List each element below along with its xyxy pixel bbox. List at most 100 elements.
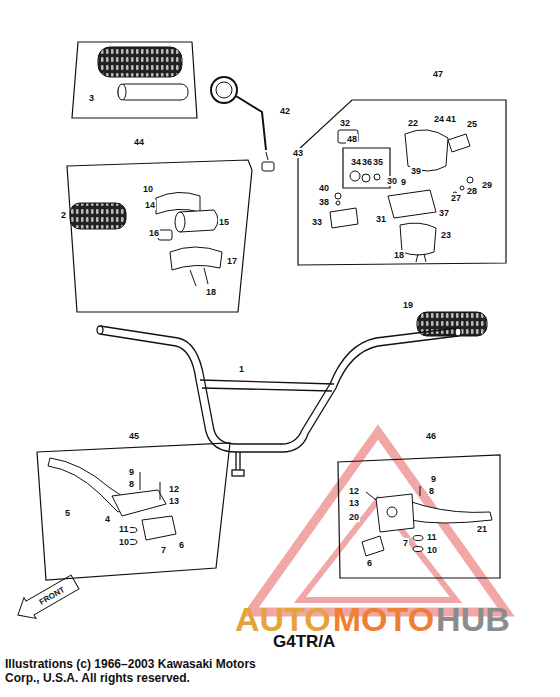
group-outline: [72, 40, 200, 122]
callout-number: 15: [218, 217, 230, 227]
grip: [118, 84, 188, 100]
callout-number: 32: [339, 118, 351, 128]
switch-housing: [350, 171, 360, 181]
lever: [387, 507, 397, 517]
callout-number: 20: [348, 512, 360, 522]
lever: [48, 458, 492, 556]
group-outline: [67, 160, 252, 312]
callout-number: 27: [450, 193, 462, 203]
switch-housing: [335, 193, 341, 199]
mirror: [211, 77, 274, 171]
mirror: [211, 77, 237, 103]
callout-number: 18: [205, 287, 217, 297]
callout-number: 24: [433, 114, 445, 124]
handlebar: [232, 470, 244, 476]
handlebar: [236, 452, 240, 470]
switch-housing: [405, 130, 448, 171]
throttle-housing: [170, 247, 222, 270]
callout-number: 22: [407, 118, 419, 128]
callout-number: 2: [60, 210, 67, 220]
callout-number: 9: [128, 467, 135, 477]
group-outline: [338, 455, 500, 578]
group-outline: [294, 68, 510, 268]
callout-number: 8: [128, 479, 135, 489]
callout-number: 13: [168, 496, 180, 506]
handlebar: [97, 326, 461, 476]
callout-number: 43: [292, 148, 304, 158]
watermark: MOTO: [332, 600, 435, 639]
callout-number: 9: [400, 177, 407, 187]
callout-number: 16: [148, 228, 160, 238]
callout-number: 18: [393, 250, 405, 260]
watermark-triangle: [250, 432, 506, 612]
throttle-housing: [158, 230, 172, 240]
callout-number: 35: [372, 157, 384, 167]
callout-number: 6: [366, 558, 373, 568]
callout-number: 19: [402, 300, 414, 310]
switch-housing: [330, 130, 473, 262]
mirror: [266, 152, 268, 160]
lever: [413, 536, 423, 541]
group-number: 3: [88, 93, 95, 103]
callout-number: 1: [238, 364, 245, 374]
callout-number: 40: [318, 183, 330, 193]
callout-number: 8: [428, 486, 435, 496]
group-number: 46: [425, 431, 437, 441]
lever: [142, 516, 176, 540]
group-outline: [72, 42, 197, 118]
group-number: 48: [346, 134, 358, 144]
group-box: 3: [72, 40, 200, 122]
callout-number: 12: [168, 484, 180, 494]
group-number: 47: [432, 69, 444, 79]
switch-housing: [460, 186, 464, 190]
callout-number: 5: [64, 508, 71, 518]
switch-housing: [416, 254, 426, 262]
handlebar: [100, 326, 458, 444]
callout-number: 11: [118, 524, 130, 534]
handlebar: [455, 328, 461, 336]
callout-number: 10: [426, 545, 438, 555]
switch-housing: [388, 190, 436, 218]
throttle-housing: [175, 212, 185, 232]
group-number: 44: [133, 137, 145, 147]
throttle-housing: [190, 268, 208, 286]
callout-number: 25: [466, 119, 478, 129]
callout-number: 10: [118, 537, 130, 547]
grip: [70, 47, 487, 336]
callout-number: 9: [430, 474, 437, 484]
watermark-triangle: [250, 432, 506, 612]
group-outline: [343, 148, 390, 188]
callout-number: 17: [226, 256, 238, 266]
group-box: 47 48: [294, 68, 510, 268]
callout-number: 28: [466, 186, 478, 196]
lever: [413, 547, 423, 552]
switch-housing: [467, 177, 473, 183]
throttle-housing: [180, 210, 218, 232]
group-outline: [37, 443, 230, 580]
callout-number: 42: [279, 106, 291, 116]
callout-number: 21: [476, 524, 488, 534]
callout-number: 10: [142, 184, 154, 194]
callout-number: 37: [438, 208, 450, 218]
handlebar: [200, 380, 334, 391]
callout-number: 33: [311, 217, 323, 227]
callout-number: 39: [410, 166, 422, 176]
callout-number: 7: [160, 545, 167, 555]
callout-number: 23: [440, 230, 452, 240]
lever: [376, 494, 414, 532]
watermark: HUB: [435, 600, 511, 639]
callout-number: 13: [348, 498, 360, 508]
callout-number: 29: [481, 180, 493, 190]
mirror: [216, 82, 232, 98]
switch-housing: [400, 223, 436, 255]
handlebar: [100, 334, 458, 452]
switch-housing: [336, 201, 340, 205]
callout-number: 12: [348, 486, 360, 496]
lever: [140, 472, 160, 500]
throttle-housing: [156, 192, 222, 286]
switch-housing: [338, 130, 358, 143]
callout-number: 11: [426, 532, 438, 542]
